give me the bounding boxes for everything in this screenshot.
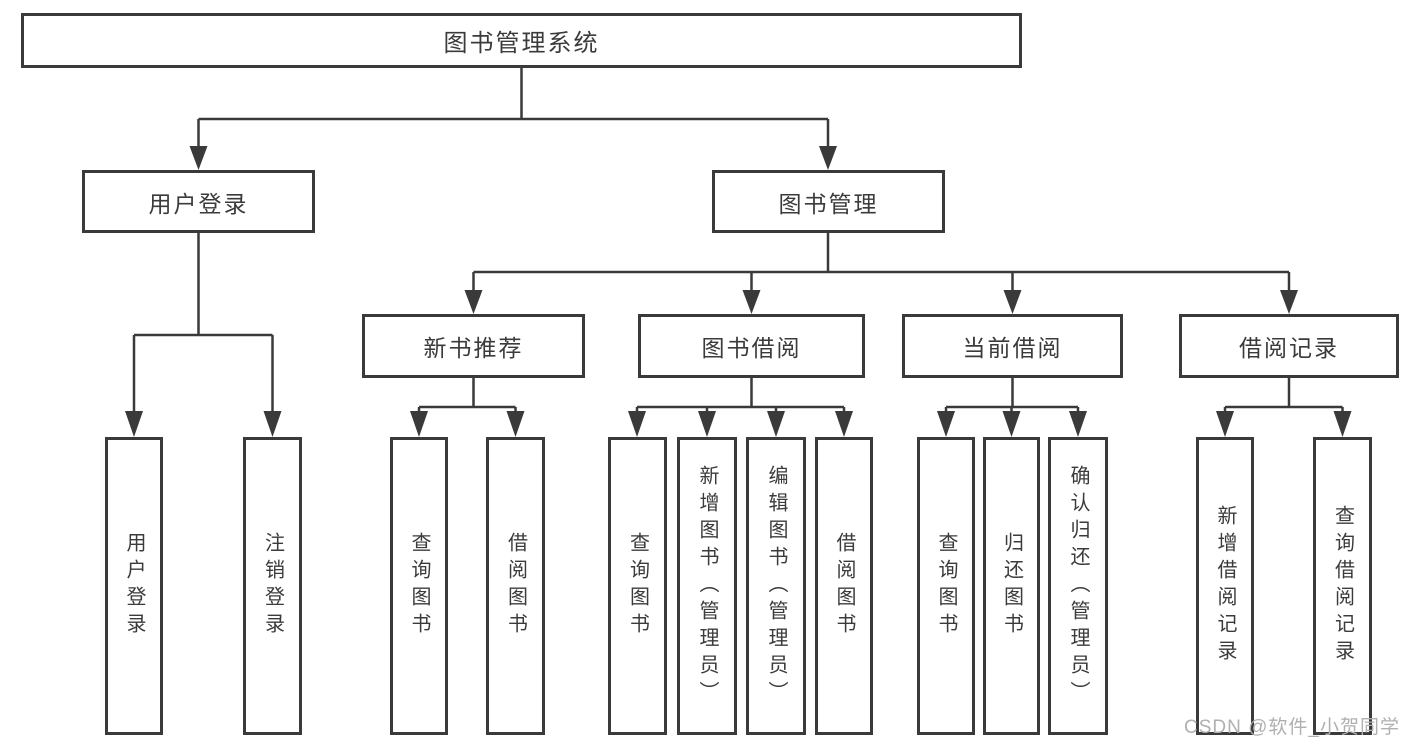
leaf-query-books-recommend: 查询图书 xyxy=(390,437,448,735)
leaf-borrow-books-recommend: 借阅图书 xyxy=(486,437,545,735)
leaf-return-books: 归还图书 xyxy=(983,437,1040,735)
leaf-borrow-books: 借阅图书 xyxy=(815,437,873,735)
node-book-borrowing: 图书借阅 xyxy=(638,314,865,378)
connector-borrow-records-group xyxy=(1223,378,1344,414)
arrowheads-book-borrowing-group xyxy=(628,411,853,437)
leaf-edit-book-admin: 编辑图书（管理员） xyxy=(746,437,806,735)
leaf-add-borrow-record: 新增借阅记录 xyxy=(1196,437,1254,735)
connector-new-book-group xyxy=(417,378,517,414)
leaf-confirm-return-admin: 确认归还（管理员） xyxy=(1048,437,1108,735)
arrowheads-user-login-group xyxy=(125,411,282,437)
arrowheads-level2 xyxy=(189,146,837,170)
leaf-query-borrow-record: 查询借阅记录 xyxy=(1313,437,1372,735)
leaf-query-books-current: 查询图书 xyxy=(917,437,975,735)
node-new-book-recommendation: 新书推荐 xyxy=(362,314,585,378)
arrowheads-level3 xyxy=(464,290,1298,314)
leaf-user-login: 用户登录 xyxy=(105,437,163,735)
node-library-system: 图书管理系统 xyxy=(21,13,1022,68)
connector-book-borrowing-group xyxy=(635,378,846,414)
connector-book-management-group xyxy=(472,233,1291,292)
node-current-borrowing: 当前借阅 xyxy=(902,314,1123,378)
arrowheads-new-book-group xyxy=(410,411,525,437)
connector-user-login-group xyxy=(132,233,274,413)
leaf-query-books-borrowing: 查询图书 xyxy=(608,437,667,735)
arrowheads-current-borrowing-group xyxy=(937,411,1087,437)
node-book-management: 图书管理 xyxy=(712,170,945,233)
connector-root-to-level2 xyxy=(197,68,830,148)
node-borrow-records: 借阅记录 xyxy=(1179,314,1399,378)
arrowheads-borrow-records-group xyxy=(1216,411,1352,437)
leaf-add-book-admin: 新增图书（管理员） xyxy=(677,437,737,735)
leaf-logout: 注销登录 xyxy=(243,437,302,735)
connector-current-borrowing-group xyxy=(944,378,1080,414)
node-user-login: 用户登录 xyxy=(82,170,315,233)
watermark-text: CSDN @软件_小贺同学 xyxy=(1184,717,1400,738)
